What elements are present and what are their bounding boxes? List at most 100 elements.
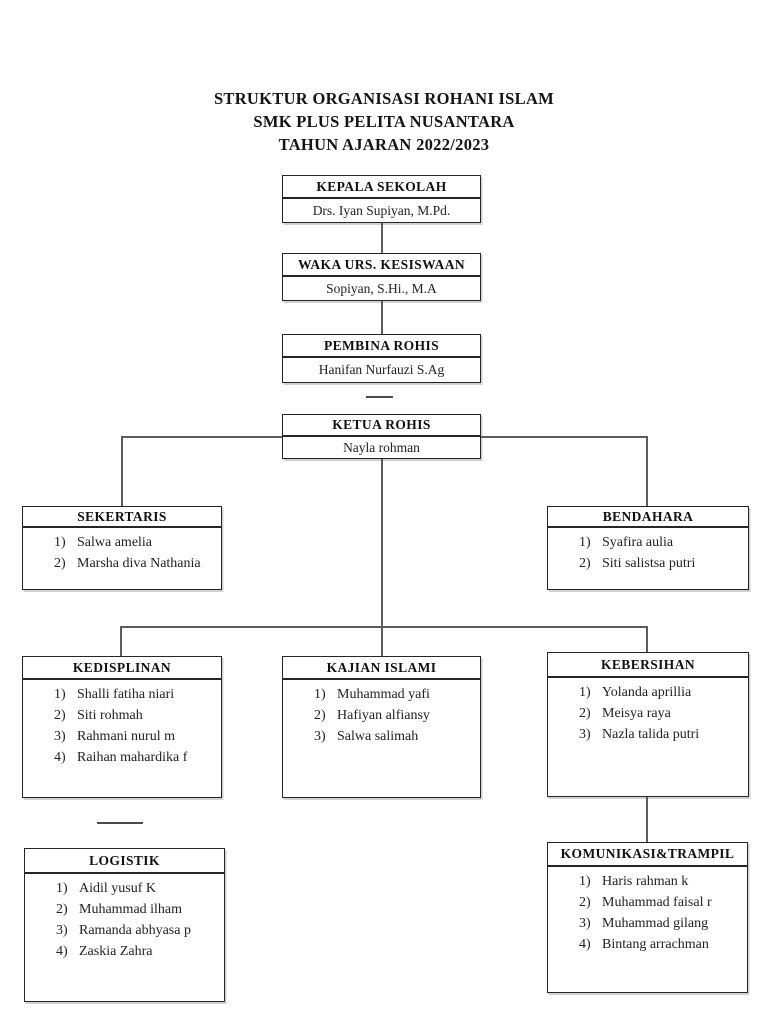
box-kajian-islami: KAJIAN ISLAMI 1) Muhammad yafi 2) Hafiyan a… bbox=[282, 656, 481, 798]
member-name: Zaskia Zahra bbox=[79, 944, 153, 959]
connector-rail-tier2 bbox=[120, 626, 648, 628]
member-name: Aidil yusuf K bbox=[79, 881, 156, 896]
box-komunikasi-trampil: KOMUNIKASI&TRAMPIL 1) Haris rahman k 2) Muh… bbox=[547, 842, 748, 993]
connector-drop-kebersihan bbox=[646, 626, 648, 652]
member-row: 4)Bintang arrachman bbox=[548, 934, 745, 955]
member-name: Bintang arrachman bbox=[602, 937, 709, 952]
box-pembina-rohis-title: PEMBINA ROHIS bbox=[283, 335, 480, 358]
member-name: Haris rahman k bbox=[602, 874, 689, 889]
member-row: 1)Syafira aulia bbox=[548, 532, 746, 553]
member-row: 2) Muhammad ilham bbox=[25, 899, 222, 920]
member-name: Syafira aulia bbox=[602, 535, 674, 550]
box-waka-kesiswaan-title: WAKA URS. KESISWAAN bbox=[283, 254, 480, 277]
member-number: 1) bbox=[54, 687, 66, 702]
connector-drop-bendahara bbox=[646, 436, 648, 506]
box-kepala-sekolah-title: KEPALA SEKOLAH bbox=[283, 176, 480, 199]
member-number: 4) bbox=[56, 944, 68, 959]
member-row: 1) Muhammad yafi bbox=[283, 684, 478, 705]
kajian-islami-member-list: 1) Muhammad yafi 2) Hafiyan alfiansy 3) Salwa… bbox=[283, 680, 480, 797]
box-komunikasi-trampil-title: KOMUNIKASI&TRAMPIL bbox=[548, 843, 747, 867]
member-row: 2) Hafiyan alfiansy bbox=[283, 705, 478, 726]
member-row: 3) Nazla talida putri bbox=[548, 724, 746, 745]
box-pembina-rohis-name: Hanifan Nurfauzi S.Ag bbox=[318, 362, 445, 377]
dash-connector-logistik bbox=[97, 822, 143, 824]
member-row: 1) Salwa amelia bbox=[23, 532, 219, 553]
bendahara-member-list: 1)Syafira aulia 2) Siti salistsa putri bbox=[548, 528, 748, 589]
box-ketua-rohis-title: KETUA ROHIS bbox=[283, 415, 480, 437]
member-row: 2)Meisya raya bbox=[548, 703, 746, 724]
kebersihan-member-list: 1) Yolanda aprillia 2)Meisya raya 3) Nazla t… bbox=[548, 678, 748, 796]
page-title-line-3: TAHUN AJARAN 2022/2023 bbox=[278, 135, 490, 154]
page-title-line-2: SMK PLUS PELITA NUSANTARA bbox=[253, 112, 515, 131]
member-number: 2) bbox=[56, 902, 68, 917]
member-row: 2) Muhammad faisal r bbox=[548, 892, 745, 913]
member-number: 3) bbox=[579, 727, 591, 742]
member-name: Nazla talida putri bbox=[602, 727, 700, 742]
member-name: Muhammad gilang bbox=[602, 916, 709, 931]
box-kepala-sekolah-name: Drs. Iyan Supiyan, M.Pd. bbox=[312, 202, 451, 218]
member-name: Raihan mahardika f bbox=[77, 750, 188, 765]
member-number: 2) bbox=[314, 708, 326, 723]
member-number: 3) bbox=[579, 916, 591, 931]
box-kedisplinan-title: KEDISPLINAN bbox=[23, 657, 221, 680]
dash-connector-pembina-ketua bbox=[366, 396, 393, 398]
box-waka-kesiswaan-name: Sopiyan, S.Hi., M.A bbox=[326, 280, 437, 296]
logistik-member-list: 1) Aidil yusuf K 2) Muhammad ilham 3) Ramanda… bbox=[25, 874, 224, 1001]
connector-drop-sekertaris bbox=[121, 436, 123, 506]
member-name: Shalli fatiha niari bbox=[77, 687, 175, 702]
box-kepala-sekolah: KEPALA SEKOLAH Drs. Iyan Supiyan, M.Pd. bbox=[282, 175, 481, 223]
member-name: Rahmani nurul m bbox=[77, 729, 175, 744]
member-number: 1) bbox=[579, 874, 591, 889]
member-number: 1) bbox=[579, 685, 591, 700]
member-number: 2) bbox=[579, 895, 591, 910]
box-pembina-rohis: PEMBINA ROHIS Hanifan Nurfauzi S.Ag bbox=[282, 334, 481, 383]
box-kajian-islami-title: KAJIAN ISLAMI bbox=[283, 657, 480, 680]
member-number: 1) bbox=[314, 687, 326, 702]
page-title-line-1: STRUKTUR ORGANISASI ROHANI ISLAM bbox=[213, 89, 555, 108]
member-name: Salwa salimah bbox=[337, 729, 419, 744]
member-name: Hafiyan alfiansy bbox=[337, 708, 430, 723]
member-number: 2) bbox=[579, 556, 591, 571]
box-ketua-rohis-name: Nayla rohman bbox=[343, 439, 420, 455]
member-name: Meisya raya bbox=[602, 706, 671, 721]
member-number: 3) bbox=[314, 729, 326, 744]
member-row: 3) Muhammad gilang bbox=[548, 913, 745, 934]
member-row: 1) Yolanda aprillia bbox=[548, 682, 746, 703]
member-row: 1) Haris rahman k bbox=[548, 871, 745, 892]
connector-kebersihan-komunikasi bbox=[646, 796, 648, 842]
member-name: Siti salistsa putri bbox=[602, 556, 696, 571]
box-kebersihan-title: KEBERSIHAN bbox=[548, 653, 748, 678]
box-ketua-rohis: KETUA ROHIS Nayla rohman bbox=[282, 414, 481, 459]
member-name: Muhammad yafi bbox=[337, 687, 430, 702]
member-name: Muhammad ilham bbox=[79, 902, 183, 917]
connector-kepala-waka bbox=[381, 222, 383, 253]
member-number: 1) bbox=[54, 535, 66, 550]
member-name: Ramanda abhyasa p bbox=[79, 923, 191, 938]
member-row: 3) Salwa salimah bbox=[283, 726, 478, 747]
box-logistik-title: LOGISTIK bbox=[25, 849, 224, 874]
connector-ketua-committees bbox=[381, 459, 383, 656]
member-name: Muhammad faisal r bbox=[602, 895, 712, 910]
member-row: 4) Zaskia Zahra bbox=[25, 941, 222, 962]
member-number: 2) bbox=[54, 708, 66, 723]
member-number: 3) bbox=[56, 923, 68, 938]
member-row: 3) Ramanda abhyasa p bbox=[25, 920, 222, 941]
member-number: 4) bbox=[54, 750, 66, 765]
member-number: 3) bbox=[54, 729, 66, 744]
member-row: 2) Siti salistsa putri bbox=[548, 553, 746, 574]
member-name: Yolanda aprillia bbox=[602, 685, 692, 700]
member-row: 3) Rahmani nurul m bbox=[23, 726, 219, 747]
member-number: 2) bbox=[54, 556, 66, 571]
member-number: 1) bbox=[56, 881, 68, 896]
page-title: STRUKTUR ORGANISASI ROHANI ISLAM SMK PLU… bbox=[0, 87, 768, 156]
connector-waka-pembina bbox=[381, 300, 383, 334]
member-row: 2)Siti rohmah bbox=[23, 705, 219, 726]
member-name: Salwa amelia bbox=[77, 535, 153, 550]
box-kedisplinan: KEDISPLINAN 1) Shalli fatiha niari 2)Siti … bbox=[22, 656, 222, 798]
connector-drop-kedisplinan bbox=[120, 626, 122, 656]
box-sekertaris-title: SEKERTARIS bbox=[23, 507, 221, 528]
komunikasi-trampil-member-list: 1) Haris rahman k 2) Muhammad faisal r 3) Muh… bbox=[548, 867, 747, 992]
